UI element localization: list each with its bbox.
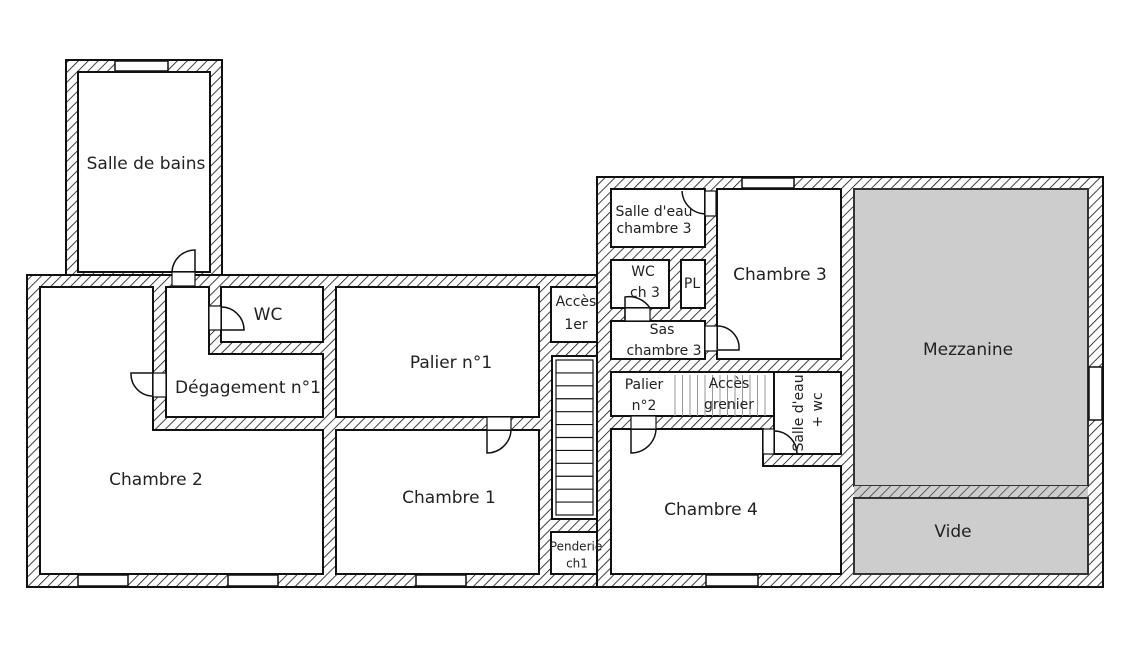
label-salle-deau-wc-line2: + wc (810, 392, 826, 427)
door-chambre-3[interactable] (704, 325, 740, 352)
room-mezzanine[interactable] (853, 188, 1089, 487)
label-chambre-1: Chambre 1 (402, 488, 496, 508)
room-salle-de-bains[interactable] (77, 71, 211, 273)
rooms (39, 71, 1089, 575)
label-chambre-4: Chambre 4 (664, 500, 758, 520)
doors (130, 190, 798, 455)
label-acces-1er-line2: 1er (564, 317, 588, 333)
door-chambre-4[interactable] (630, 415, 657, 454)
room-chambre-2-outline (39, 286, 324, 575)
label-palier-2-line2: n°2 (632, 398, 657, 414)
room-chambre-1[interactable] (335, 429, 540, 575)
mezzanine-rail (854, 486, 1088, 498)
door-wc[interactable] (208, 305, 245, 331)
window-salle-de-bains (114, 60, 169, 72)
label-salle-de-bains: Salle de bains (87, 154, 206, 174)
room-palier-2[interactable] (610, 371, 775, 417)
label-degagement-1: Dégagement n°1 (175, 378, 321, 398)
label-penderie-ch1-line1: Penderie (550, 540, 602, 554)
label-palier-2-line1: Palier (625, 377, 664, 393)
window-chambre-2-b (227, 574, 279, 587)
room-degagement-1[interactable] (165, 286, 324, 418)
label-penderie-ch1-line2: ch1 (566, 557, 588, 571)
room-acces-1er[interactable] (550, 286, 598, 343)
label-chambre-2: Chambre 2 (109, 470, 203, 490)
staircase-2-treads (674, 375, 766, 416)
label-salle-deau-ch3-line1: Salle d'eau (615, 204, 692, 220)
label-wc: WC (254, 305, 283, 325)
window-chambre-1 (415, 574, 467, 587)
label-wc-ch3-line1: WC (631, 264, 655, 280)
windows (77, 60, 1103, 587)
label-wc-ch3-line2: ch 3 (630, 285, 660, 301)
label-vide: Vide (934, 522, 971, 542)
room-vide[interactable] (853, 497, 1089, 575)
label-sas-ch3-line2: chambre 3 (626, 343, 701, 359)
label-acces-grenier-line2: grenier (704, 397, 754, 413)
door-wc-ch3[interactable] (624, 295, 651, 322)
window-chambre-2-a (77, 574, 129, 587)
door-chambre-2[interactable] (130, 372, 167, 398)
label-pl: PL (684, 276, 700, 292)
label-acces-1er-line1: Accès (556, 294, 597, 310)
staircase-1-treads (555, 359, 594, 516)
room-sas-ch3[interactable] (610, 320, 706, 360)
room-penderie-ch1[interactable] (550, 531, 598, 575)
door-salle-de-bains[interactable] (171, 249, 196, 287)
room-palier-1[interactable] (335, 286, 540, 418)
room-labels: Salle de bains WC Dégagement n°1 Palier … (87, 154, 1013, 571)
window-mezzanine (1088, 366, 1103, 421)
label-salle-deau-wc-line1: Salle d'eau (791, 374, 807, 451)
room-salle-deau-wc[interactable] (773, 371, 842, 455)
door-salle-deau-ch3[interactable] (681, 190, 717, 217)
door-chambre-1[interactable] (486, 416, 512, 454)
window-chambre-3 (741, 177, 795, 189)
room-pl[interactable] (680, 259, 706, 309)
label-salle-deau-ch3-line2: chambre 3 (616, 221, 691, 237)
label-palier-1: Palier n°1 (410, 353, 492, 373)
room-chambre-3[interactable] (716, 188, 842, 360)
label-chambre-3: Chambre 3 (733, 265, 827, 285)
door-salle-deau-wc[interactable] (762, 428, 798, 455)
window-chambre-4 (705, 574, 759, 587)
label-sas-ch3-line1: Sas (650, 322, 675, 338)
label-acces-grenier-line1: Accès (709, 376, 750, 392)
label-mezzanine: Mezzanine (923, 340, 1013, 360)
room-salle-deau-ch3[interactable] (610, 188, 706, 248)
